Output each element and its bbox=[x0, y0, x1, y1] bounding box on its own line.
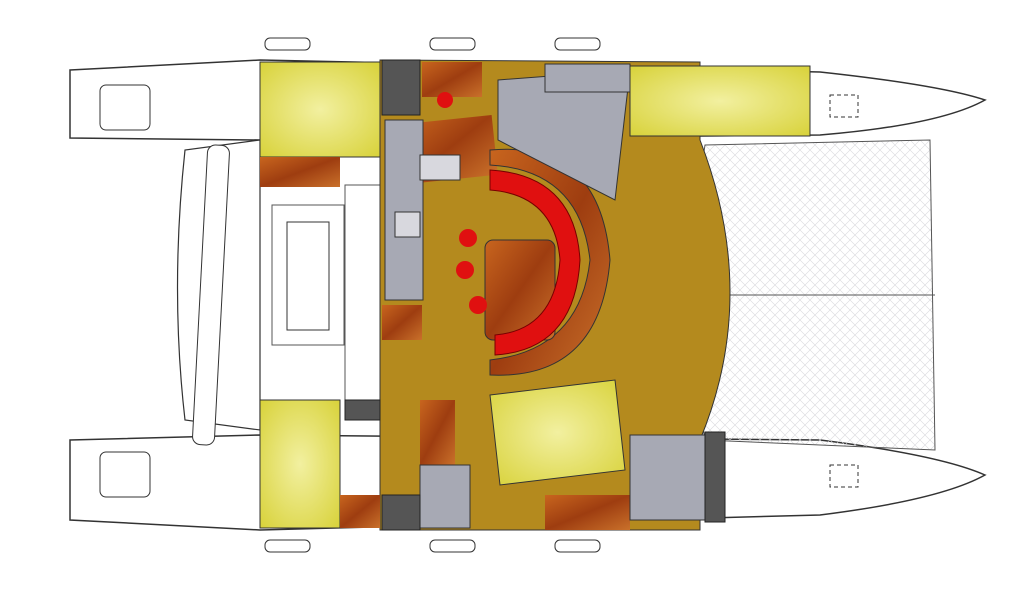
cabin-aft-bottom bbox=[259, 399, 341, 529]
stool bbox=[459, 229, 477, 247]
cockpit-seat bbox=[286, 221, 330, 331]
wood-panel bbox=[260, 157, 340, 187]
cockpit-bench bbox=[192, 144, 230, 446]
wood-panel bbox=[422, 62, 482, 97]
hatch bbox=[429, 37, 476, 51]
settee bbox=[489, 169, 581, 356]
stool bbox=[437, 92, 453, 108]
bulkhead bbox=[344, 399, 381, 421]
hatch bbox=[264, 37, 311, 51]
stool bbox=[469, 296, 487, 314]
galley-sink bbox=[419, 154, 461, 181]
cabin-mid-bottom bbox=[489, 379, 626, 486]
wood-panel bbox=[420, 400, 455, 465]
saloon-surround bbox=[489, 148, 611, 376]
helm-seat-top bbox=[99, 84, 151, 131]
hatch bbox=[264, 539, 311, 553]
cabin-fwd-top bbox=[629, 65, 811, 137]
bulkhead bbox=[381, 494, 421, 531]
head-bottom-right bbox=[629, 434, 706, 521]
wood-panel bbox=[340, 495, 380, 528]
cabin-aft-top bbox=[259, 61, 381, 158]
hatch bbox=[829, 94, 859, 118]
wood-panel bbox=[545, 495, 630, 530]
galley bbox=[384, 119, 424, 301]
hatch bbox=[554, 37, 601, 51]
hatch bbox=[829, 464, 859, 488]
wood-panel bbox=[382, 305, 422, 340]
hatch bbox=[429, 539, 476, 553]
hatch bbox=[554, 539, 601, 553]
bulkhead bbox=[381, 59, 421, 116]
galley-counter bbox=[344, 184, 381, 406]
bulkhead bbox=[704, 431, 726, 523]
stool bbox=[456, 261, 474, 279]
helm-seat-bottom bbox=[99, 451, 151, 498]
head-top-small bbox=[544, 63, 631, 93]
head-bottom-left bbox=[419, 464, 471, 529]
stove bbox=[394, 211, 421, 238]
